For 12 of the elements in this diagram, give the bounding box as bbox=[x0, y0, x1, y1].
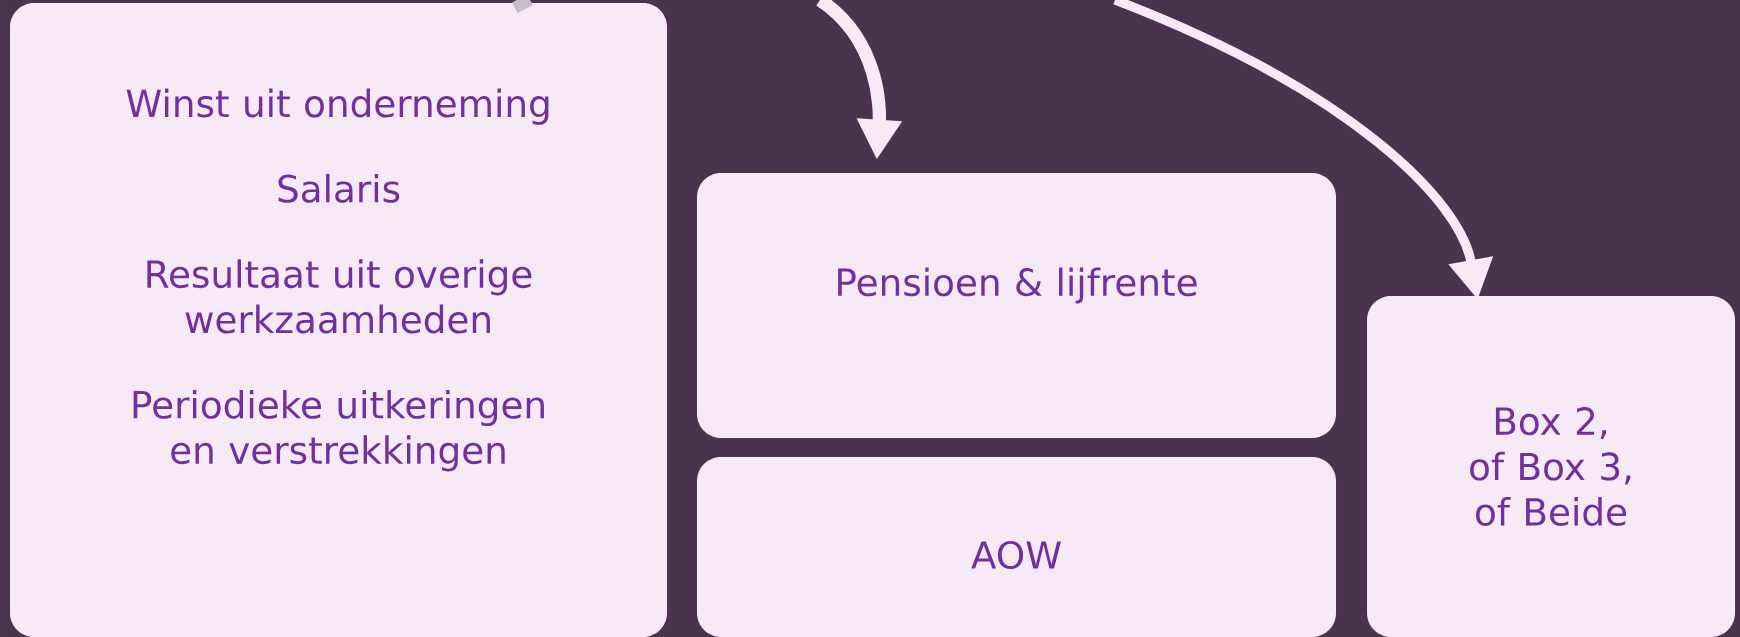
label: AOW bbox=[971, 540, 1061, 570]
text-box bbox=[10, 3, 667, 637]
node-label: Salaris bbox=[278, 173, 400, 203]
text-box bbox=[1367, 296, 1735, 637]
label: Box 2, of Box 3, of Beide bbox=[1470, 407, 1631, 526]
node-label: Resultaat uit overige werkzaamheden bbox=[147, 259, 532, 334]
text-box bbox=[697, 457, 1336, 637]
node-label: Periodieke uitkeringen en verstrekkingen bbox=[133, 389, 544, 472]
label: Pensioen & lijfrente bbox=[838, 267, 1197, 304]
label: Winst uit onderneming Salaris Resultaat uit overige werkzaamheden Periodieke uitkeringen en verstrekkingen bbox=[126, 88, 549, 472]
text-box bbox=[697, 173, 1336, 438]
node-label: Winst uit onderneming bbox=[126, 88, 549, 125]
